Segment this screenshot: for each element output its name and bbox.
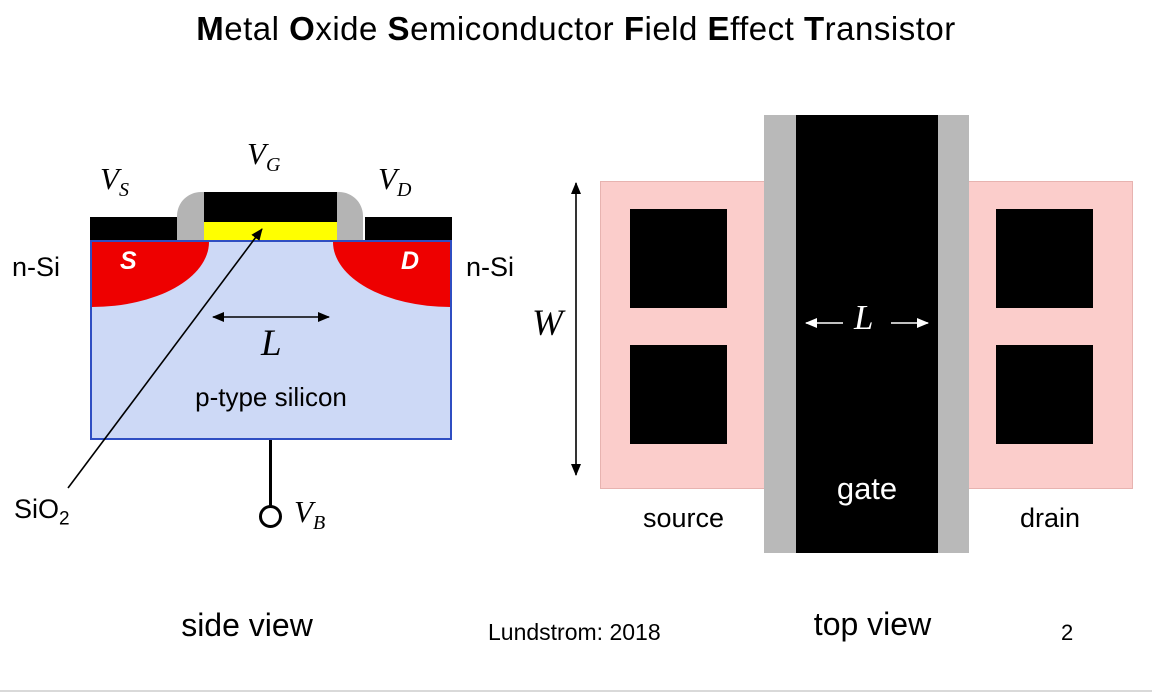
- width-arrow: [571, 182, 581, 476]
- title-initial: E: [707, 10, 731, 47]
- body-terminal-stem: [269, 440, 272, 506]
- title-text: emiconductor: [410, 10, 624, 47]
- oxide-callout-label: SiO2: [14, 494, 70, 528]
- substrate-label: p-type silicon: [195, 382, 347, 412]
- vd-base: V: [378, 161, 397, 196]
- vd-sub: D: [396, 179, 412, 202]
- title-text: ffect: [730, 10, 804, 47]
- source-contact-pad: [630, 345, 727, 444]
- vb-label: VB: [294, 494, 325, 533]
- oxide-label-base: SiO: [14, 494, 60, 524]
- vg-label: VG: [247, 136, 280, 175]
- n-si-label-left: n-Si: [12, 252, 61, 282]
- gate-length-label: L: [854, 298, 874, 337]
- source-region-letter: S: [120, 247, 137, 275]
- channel-length-label: L: [261, 323, 282, 364]
- title-initial: O: [289, 10, 316, 47]
- gate-bar: [796, 115, 938, 553]
- oxide-callout-arrow: [67, 228, 263, 489]
- gate-label: gate: [836, 471, 898, 506]
- bottom-divider: [0, 690, 1152, 692]
- width-label: W: [532, 303, 563, 344]
- vs-base: V: [100, 161, 119, 196]
- top-view-caption: top view: [813, 606, 932, 642]
- page-number: 2: [1061, 620, 1074, 645]
- oxide-label-sub: 2: [59, 508, 70, 530]
- source-area-label: source: [642, 503, 725, 533]
- drain-area-label: drain: [1019, 503, 1081, 533]
- title-text: ield: [644, 10, 708, 47]
- gate-length-arrow: [805, 318, 929, 328]
- drain-contact-pad: [996, 345, 1093, 444]
- body-terminal-circle: [259, 505, 282, 528]
- vb-sub: B: [312, 512, 326, 535]
- drain-region-letter: D: [401, 247, 420, 275]
- gate-oxide: [204, 222, 337, 240]
- title-initial: M: [196, 10, 225, 47]
- title-text: ransistor: [824, 10, 956, 47]
- vb-base: V: [294, 494, 313, 529]
- n-si-label-right: n-Si: [466, 252, 515, 282]
- slide-title: Metal Oxide Semiconductor Field Effect T…: [0, 10, 1152, 48]
- gate-electrode: [204, 192, 337, 222]
- vs-label: VS: [100, 161, 129, 200]
- vs-sub: S: [118, 179, 129, 202]
- title-initial: F: [623, 10, 645, 47]
- title-text: etal: [224, 10, 290, 47]
- vg-sub: G: [265, 154, 281, 177]
- title-initial: T: [804, 10, 825, 47]
- channel-length-arrow: [212, 312, 330, 322]
- drain-contact: [365, 217, 452, 240]
- title-text: xide: [315, 10, 388, 47]
- title-initial: S: [387, 10, 411, 47]
- side-view-caption: side view: [181, 607, 313, 643]
- source-contact: [90, 217, 177, 240]
- source-contact-pad: [630, 209, 727, 308]
- vg-base: V: [247, 136, 266, 171]
- vd-label: VD: [378, 161, 411, 200]
- credit-text: Lundstrom: 2018: [488, 619, 661, 645]
- drain-contact-pad: [996, 209, 1093, 308]
